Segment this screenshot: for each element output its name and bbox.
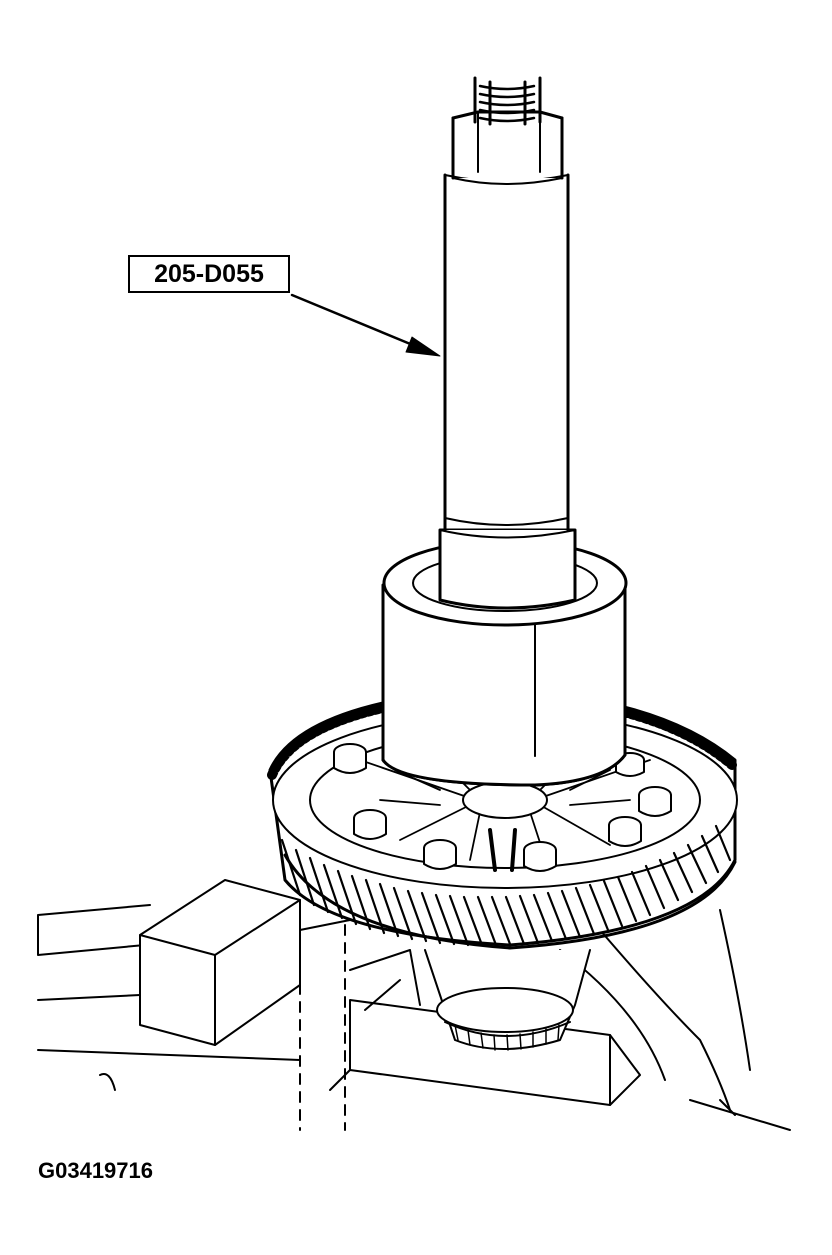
callout-leader (290, 293, 441, 357)
tool-shaft (438, 76, 577, 610)
gear-teeth (280, 824, 732, 947)
lower-nut (424, 949, 591, 1051)
tool-callout-label: 205-D055 (128, 255, 290, 293)
figure-id: G03419716 (38, 1158, 153, 1183)
gear-bolts (333, 743, 672, 872)
support-fixture (37, 879, 791, 1131)
